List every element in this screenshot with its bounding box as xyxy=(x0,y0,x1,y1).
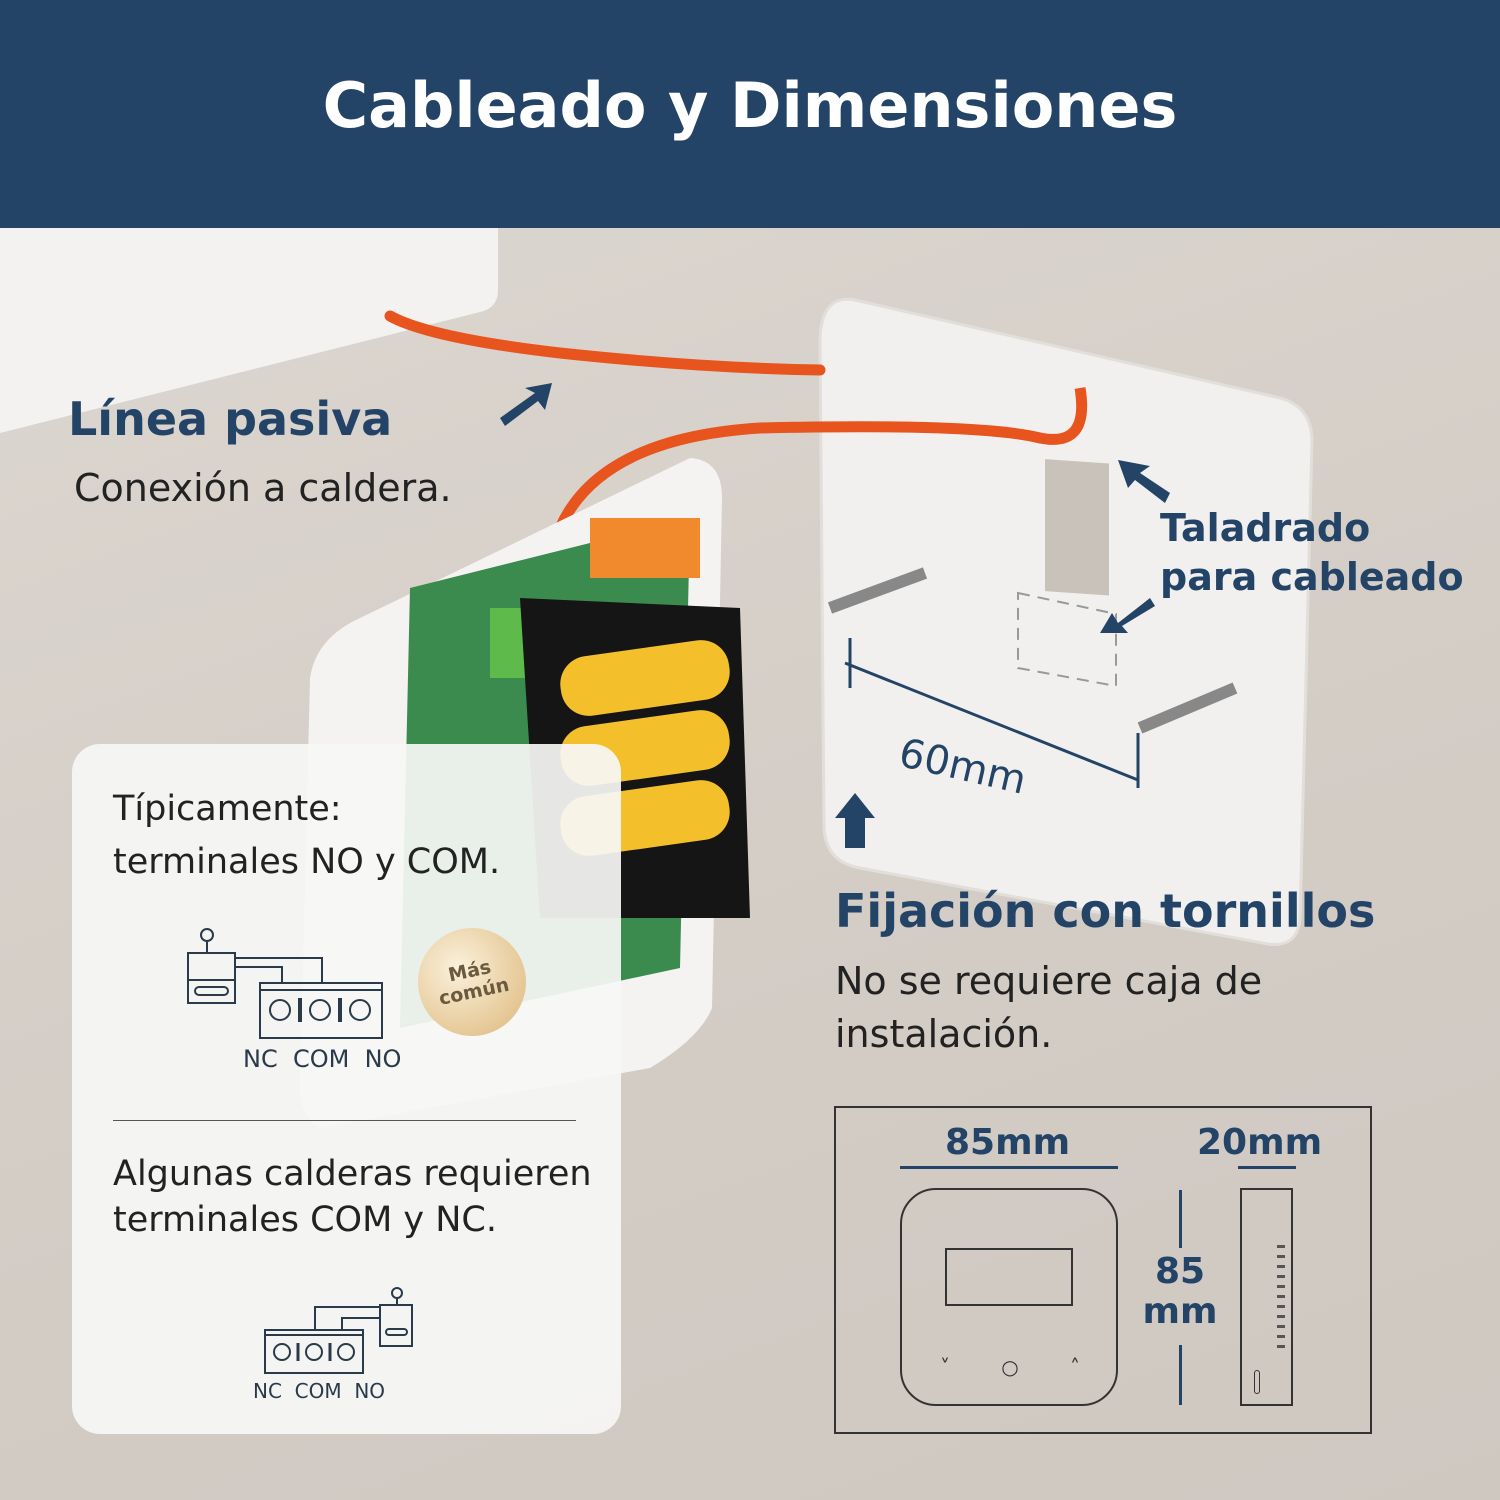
alt-line-1: Algunas calderas requieren xyxy=(113,1154,592,1194)
center-button-icon: ○ xyxy=(1001,1355,1019,1379)
width-label: 85mm xyxy=(945,1122,1071,1163)
arrow-icon xyxy=(500,383,552,426)
back-plate xyxy=(818,297,1314,946)
badge-line-2: común xyxy=(436,973,512,1010)
up-button-icon: ˄ xyxy=(1069,1355,1080,1379)
device-screen-outline xyxy=(945,1248,1073,1306)
height-number: 85 xyxy=(1154,1251,1206,1292)
wiring-diagram-com-nc xyxy=(264,1287,413,1374)
typical-line-2: terminales NO y COM. xyxy=(113,841,501,882)
drilling-label-2: para cableado xyxy=(1160,555,1464,600)
terminal-labels: NC COM NO xyxy=(243,1045,402,1073)
down-button-icon: ˅ xyxy=(940,1355,950,1379)
fixing-desc-2: instalación. xyxy=(835,1012,1053,1057)
relay xyxy=(590,518,700,578)
boiler-box xyxy=(0,228,498,433)
cable-inner xyxy=(554,387,1088,531)
arrow-icon xyxy=(1118,460,1170,503)
width-line xyxy=(900,1166,1118,1169)
terminal-labels-2: NC COM NO xyxy=(253,1379,386,1403)
screw xyxy=(827,567,928,614)
height-line-bottom xyxy=(1179,1345,1182,1405)
drilling-label-1: Taladrado xyxy=(1160,506,1371,550)
depth-label: 20mm xyxy=(1197,1122,1323,1163)
height-unit: mm xyxy=(1142,1290,1218,1332)
height-line-top xyxy=(1179,1190,1182,1248)
device-front-outline xyxy=(900,1188,1118,1406)
card-divider xyxy=(113,1120,576,1121)
fixing-title: Fijación con tornillos xyxy=(835,884,1376,938)
header-banner: Cableado y Dimensiones xyxy=(0,0,1500,228)
arrow-icon xyxy=(835,793,875,848)
device-side-outline xyxy=(1240,1188,1293,1406)
arrow-icon xyxy=(1100,598,1155,633)
cable xyxy=(384,310,826,376)
typical-line-1: Típicamente: xyxy=(113,789,342,829)
passive-line-title: Línea pasiva xyxy=(68,392,393,446)
page-title: Cableado y Dimensiones xyxy=(322,68,1178,142)
dimensions-box xyxy=(834,1106,1372,1434)
wiring-diagram-no-com xyxy=(187,928,383,1039)
fixing-desc-1: No se requiere caja de xyxy=(835,959,1263,1003)
alt-line-2: terminales COM y NC. xyxy=(113,1199,497,1240)
depth-line xyxy=(1238,1166,1296,1169)
passive-line-desc: Conexión a caldera. xyxy=(74,466,452,510)
screw xyxy=(1137,682,1238,734)
